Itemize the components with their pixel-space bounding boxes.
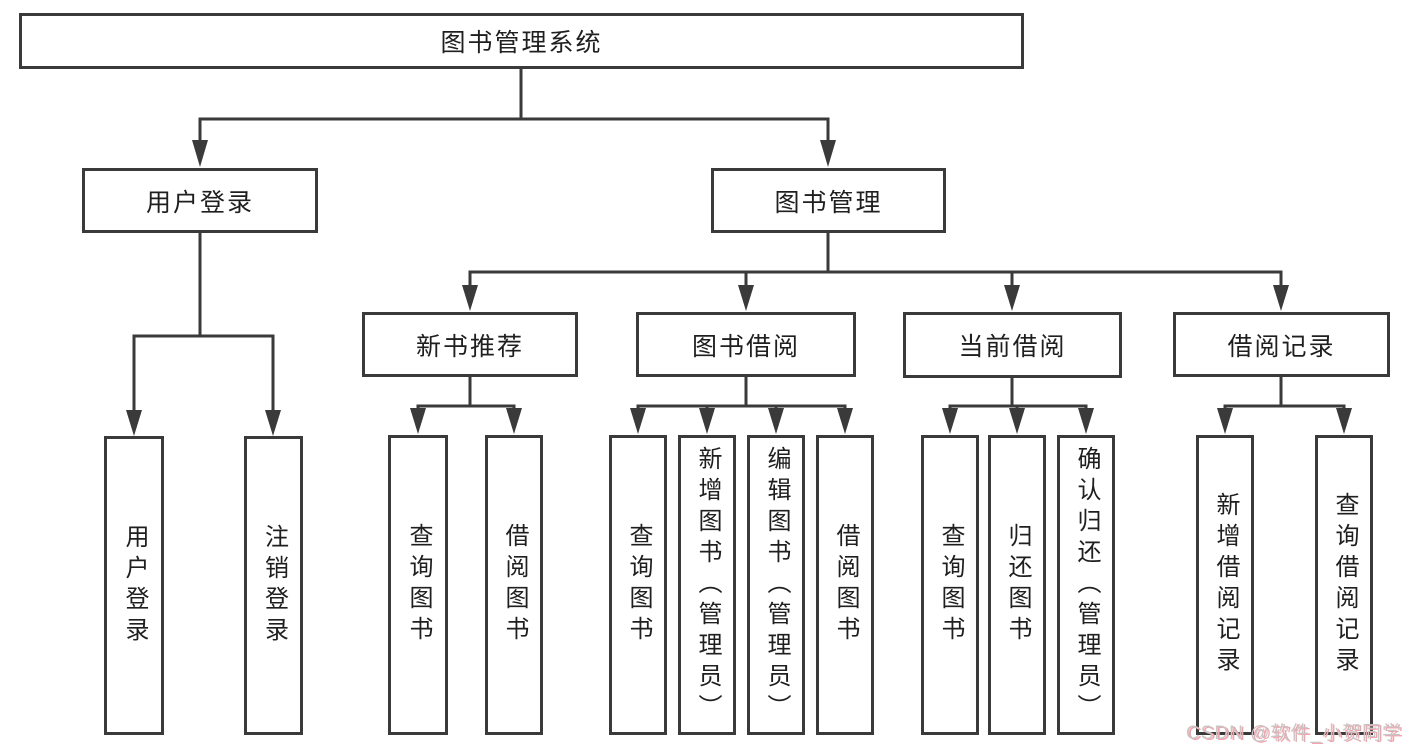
leaf-borrow-books-1: 借阅图书 (485, 435, 543, 735)
node-current-borrowing: 当前借阅 (903, 312, 1122, 378)
node-user-login-label: 用户登录 (145, 188, 254, 217)
node-book-management: 图书管理 (711, 168, 946, 233)
csdn-watermark: CSDN @软件_小贺同学 (1186, 723, 1402, 744)
arrowheads (126, 140, 1352, 436)
node-current-borrowing-label: 当前借阅 (958, 333, 1067, 361)
leaf-confirm-return-admin-label: 确认归还（管理员） (1073, 445, 1100, 725)
node-root: 图书管理系统 (19, 13, 1024, 69)
node-book-borrowing-label: 图书借阅 (691, 332, 800, 361)
leaf-add-borrow-record: 新增借阅记录 (1196, 435, 1254, 735)
leaf-logout-label: 注销登录 (260, 523, 288, 648)
leaf-query-books-1-label: 查询图书 (405, 523, 432, 647)
leaf-logout: 注销登录 (244, 436, 303, 735)
leaf-borrow-books-1-label: 借阅图书 (501, 523, 528, 647)
leaf-edit-book-admin: 编辑图书（管理员） (747, 435, 805, 735)
node-borrowing-records-label: 借阅记录 (1227, 332, 1336, 361)
leaf-add-borrow-record-label: 新增借阅记录 (1212, 492, 1239, 678)
node-user-login: 用户登录 (82, 168, 318, 233)
leaf-user-login-label: 用户登录 (121, 523, 148, 648)
leaf-query-books-2-label: 查询图书 (625, 523, 652, 647)
leaf-user-login: 用户登录 (104, 436, 164, 735)
leaf-return-books: 归还图书 (988, 435, 1046, 735)
node-new-book-recommend: 新书推荐 (362, 312, 578, 377)
leaf-query-books-3-label: 查询图书 (937, 523, 964, 647)
node-borrowing-records: 借阅记录 (1173, 312, 1390, 377)
leaf-query-books-1: 查询图书 (388, 435, 448, 735)
leaf-add-book-admin: 新增图书（管理员） (678, 435, 736, 735)
leaf-borrow-books-2: 借阅图书 (816, 435, 874, 735)
leaf-return-books-label: 归还图书 (1004, 523, 1031, 647)
leaf-query-borrow-record: 查询借阅记录 (1315, 435, 1373, 735)
leaf-query-borrow-record-label: 查询借阅记录 (1331, 492, 1358, 678)
node-root-label: 图书管理系统 (440, 29, 603, 57)
leaf-add-book-admin-label: 新增图书（管理员） (694, 445, 721, 725)
node-book-borrowing: 图书借阅 (636, 312, 856, 377)
leaf-edit-book-admin-label: 编辑图书（管理员） (763, 445, 790, 725)
node-new-book-recommend-label: 新书推荐 (415, 332, 524, 361)
leaf-confirm-return-admin: 确认归还（管理员） (1057, 435, 1115, 735)
leaf-borrow-books-2-label: 借阅图书 (832, 523, 859, 647)
leaf-query-books-3: 查询图书 (921, 435, 979, 735)
leaf-query-books-2: 查询图书 (609, 435, 667, 735)
node-book-management-label: 图书管理 (774, 188, 883, 217)
